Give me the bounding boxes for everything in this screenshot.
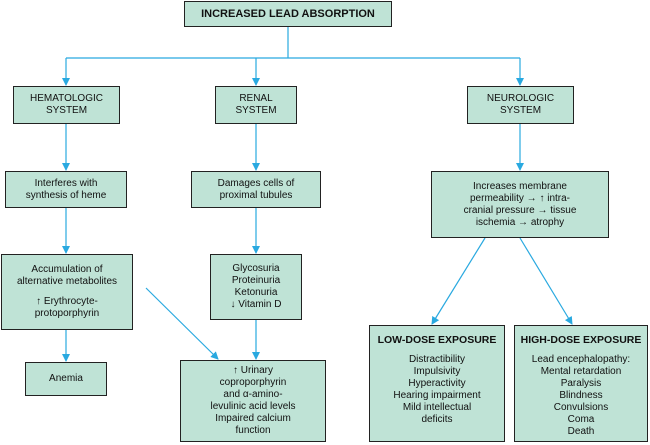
accum-line-4: protoporphyrin (34, 308, 100, 319)
anemia-label: Anemia (49, 373, 83, 384)
low-dose-item: Impulsivity (413, 366, 461, 377)
findings-line-1: Glycosuria (232, 263, 280, 274)
high-dose-exposure-box: HIGH-DOSE EXPOSURE Lead encephalopathy: … (514, 325, 648, 442)
neuro-effect-line-4: ischemia → atrophy (475, 216, 565, 228)
hematologic-system-line-2: SYSTEM (45, 105, 88, 116)
renal-system-line-1: RENAL (239, 93, 273, 104)
heme-line-2: synthesis of heme (25, 189, 107, 201)
findings-line-2: Proteinuria (231, 275, 281, 286)
hematologic-system-box: HEMATOLOGIC SYSTEM (13, 86, 120, 124)
urinary-line-4: levulinic acid levels (210, 401, 296, 412)
low-dose-item: Hearing impairment (393, 390, 481, 401)
high-dose-item: Lead encephalopathy: (531, 354, 631, 365)
high-dose-item: Coma (567, 414, 595, 425)
urinary-line-5: Impaired calcium (215, 413, 291, 424)
neuro-effect-line-2: permeability → ↑ intra- (469, 192, 571, 204)
neuro-effect-line-3: cranial pressure → tissue (463, 204, 577, 216)
urinary-line-3: and α-amino- (223, 389, 283, 400)
urinary-line-1: ↑ Urinary (232, 365, 273, 376)
membrane-permeability-box: Increases membrane permeability → ↑ intr… (431, 171, 609, 238)
low-dose-title: LOW-DOSE EXPOSURE (377, 334, 497, 346)
high-dose-item: Mental retardation (540, 366, 622, 377)
arrow-effect-to-low (431, 237, 486, 325)
accum-line-3: ↑ Erythrocyte- (36, 296, 98, 307)
findings-line-3: Ketonuria (234, 287, 278, 298)
neurologic-system-line-2: SYSTEM (499, 105, 542, 116)
proximal-tubules-box: Damages cells of proximal tubules (191, 171, 321, 208)
urinary-coproporphyrin-box: ↑ Urinary coproporphyrin and α-amino- le… (180, 360, 326, 442)
accum-line-1: Accumulation of (31, 264, 103, 275)
urinary-line-6: function (235, 425, 271, 436)
tubules-line-2: proximal tubules (219, 189, 293, 201)
high-dose-item: Convulsions (553, 402, 609, 413)
low-dose-item: Distractibility (408, 354, 466, 365)
accumulation-box: Accumulation of alternative metabolites … (1, 254, 133, 330)
accum-line-2: alternative metabolites (16, 276, 118, 287)
low-dose-exposure-box: LOW-DOSE EXPOSURE Distractibility Impuls… (369, 325, 505, 442)
low-dose-item: deficits (421, 414, 453, 425)
neurologic-system-box: NEUROLOGIC SYSTEM (467, 86, 574, 124)
high-dose-title: HIGH-DOSE EXPOSURE (520, 334, 642, 346)
heme-synthesis-box: Interferes with synthesis of heme (5, 171, 127, 208)
neuro-effect-line-1: Increases membrane (473, 180, 567, 192)
high-dose-item: Paralysis (560, 378, 602, 389)
high-dose-item: Blindness (559, 390, 603, 401)
heme-line-1: Interferes with (34, 177, 98, 189)
root-label: INCREASED LEAD ABSORPTION (201, 8, 375, 20)
hematologic-system-line-1: HEMATOLOGIC (30, 93, 103, 104)
urinary-line-2: coproporphyrin (219, 377, 287, 388)
tubules-line-1: Damages cells of (217, 177, 295, 189)
arrow-accum-to-urinary (145, 287, 219, 360)
renal-system-line-2: SYSTEM (235, 105, 277, 116)
low-dose-item: Hyperactivity (408, 378, 466, 389)
anemia-box: Anemia (25, 362, 107, 396)
urine-findings-box: Glycosuria Proteinuria Ketonuria ↓ Vitam… (210, 254, 302, 320)
high-dose-item: Death (567, 426, 595, 437)
arrow-effect-to-high (519, 237, 573, 325)
neurologic-system-line-1: NEUROLOGIC (486, 93, 555, 104)
low-dose-item: Mild intellectual (402, 402, 472, 413)
renal-system-box: RENAL SYSTEM (215, 86, 297, 124)
root-box: INCREASED LEAD ABSORPTION (184, 1, 392, 27)
findings-line-4: ↓ Vitamin D (230, 299, 282, 310)
